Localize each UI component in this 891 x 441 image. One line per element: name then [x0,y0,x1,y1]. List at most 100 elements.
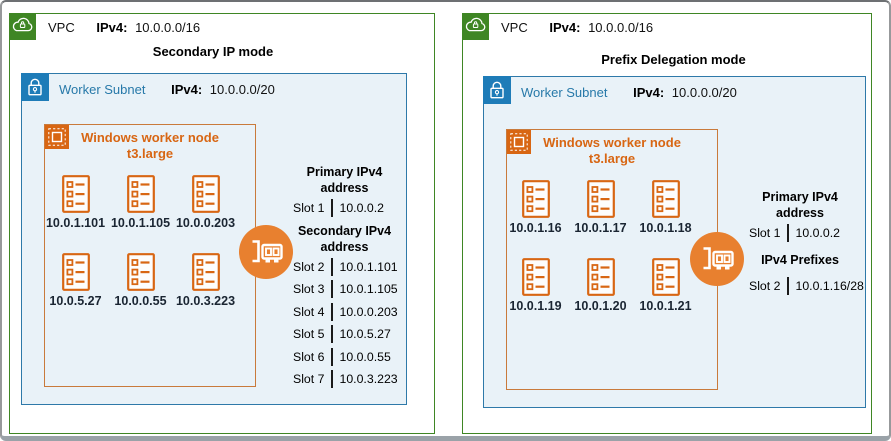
slot-label: Slot 6 [293,349,325,364]
slot-value: 10.0.0.2 [795,226,840,240]
network-card-icon [690,232,744,286]
slot-value: 10.0.1.105 [339,282,398,296]
ip-label: 10.0.3.223 [175,294,236,308]
ip-cell: 10.0.0.203 [173,175,238,231]
worker-subnet-box: Worker Subnet IPv4: 10.0.0.0/20 Windows … [21,73,407,405]
slot-divider [331,347,333,366]
ip-list-icon [127,253,155,291]
network-card-icon [239,225,293,279]
slot-divider [331,199,333,217]
slot-row: Slot 4 10.0.0.203 [287,302,402,321]
primary-heading: Primary IPv4 address [306,165,383,195]
subnet-ip-value: 10.0.0.0/20 [671,85,737,100]
ip-list-icon [587,180,615,218]
slot-row: Slot 5 10.0.5.27 [287,325,402,343]
ip-cell: 10.0.1.20 [568,258,633,314]
ip-label: 10.0.1.20 [574,299,627,313]
vpc-box-right: VPC IPv4: 10.0.0.0/16 Prefix Delegation … [462,13,872,434]
ip-label: 10.0.1.17 [574,221,627,235]
slot-label: Slot 7 [293,372,325,386]
slot-row: Slot 7 10.0.3.223 [287,370,402,388]
worker-node-box: Windows worker node t3.large 10.0.1.16 1… [506,129,718,390]
ip-cell: 10.0.1.18 [633,180,698,236]
ip-list-icon [127,175,155,213]
mode-title: Secondary IP mode [152,44,274,59]
subnet-label: Worker Subnet [59,82,146,97]
worker-subnet-box: Worker Subnet IPv4: 10.0.0.0/20 Windows … [483,76,866,408]
secondary-heading: Secondary IPv4 address [297,223,392,254]
subnet-header: Worker Subnet IPv4: 10.0.0.0/20 [59,82,275,97]
ip-list-icon [587,258,615,296]
ip-list-icon [192,175,220,213]
node-instance-type: t3.large [588,150,636,166]
ip-cell: 10.0.3.223 [173,253,238,309]
ip-cell: 10.0.0.55 [108,253,173,309]
subnet-ip-key: IPv4: [171,82,203,97]
ip-list-icon [62,175,90,213]
ip-label: 10.0.1.19 [509,299,562,313]
subnet-label: Worker Subnet [521,85,608,100]
ip-label: 10.0.0.203 [175,216,236,230]
slot-row: Slot 1 10.0.0.2 [287,199,402,217]
ip-list-icon [652,180,680,218]
mode-title: Prefix Delegation mode [601,52,746,67]
worker-node-box: Windows worker node t3.large 10.0.1.101 … [44,124,256,387]
ip-cell: 10.0.1.16 [503,180,568,236]
ip-list-icon [522,258,550,296]
subnet-ip-key: IPv4: [633,85,665,100]
slot-label: Slot 5 [293,327,325,341]
slot-value: 10.0.5.27 [339,327,391,341]
slot-label: Slot 2 [749,279,781,293]
slot-value: 10.0.3.223 [339,372,398,386]
slot-label: Slot 2 [293,259,325,274]
slot-divider [331,370,333,388]
slot-label: Slot 1 [293,201,325,215]
slot-value: 10.0.0.203 [339,304,398,319]
slot-row: Slot 1 10.0.0.2 [737,224,863,242]
ip-label: 10.0.1.18 [639,221,692,235]
slot-label: Slot 4 [293,304,325,319]
slot-table: Primary IPv4 address Slot 1 10.0.0.2 IPv… [737,189,864,301]
node-title-line: Windows worker node [543,135,681,150]
ip-cell: 10.0.1.19 [503,258,568,314]
ip-label: 10.0.1.105 [110,216,171,230]
slot-divider [787,277,789,295]
subnet-lock-icon [21,73,49,101]
vpc-header: VPC IPv4: 10.0.0.0/16 [46,20,200,35]
slot-divider [331,325,333,343]
ip-label: 10.0.5.27 [49,294,102,308]
ip-label: 10.0.1.16 [509,221,562,235]
subnet-ip-value: 10.0.0.0/20 [209,82,275,97]
vpc-cloud-lock-icon [462,13,489,40]
slot-value: 10.0.1.16/28 [795,279,864,293]
ip-grid: 10.0.1.101 10.0.1.105 10.0.0.203 10.0.5.… [43,175,238,309]
vpc-ip-key: IPv4: [549,20,581,35]
ip-cell: 10.0.5.27 [43,253,108,309]
node-title: Windows worker node t3.large [507,135,717,166]
slot-divider [787,224,789,242]
ip-label: 10.0.1.101 [45,216,106,230]
slot-row: Slot 3 10.0.1.105 [287,280,402,298]
ip-list-icon [192,253,220,291]
slot-table: Primary IPv4 address Slot 1 10.0.0.2 Sec… [287,164,402,394]
node-instance-type: t3.large [126,145,174,161]
subnet-header: Worker Subnet IPv4: 10.0.0.0/20 [521,85,737,100]
vpc-label: VPC [501,20,528,35]
ip-cell: 10.0.1.105 [108,175,173,231]
slot-label: Slot 3 [293,282,325,296]
vpc-ip-value: 10.0.0.0/16 [135,20,201,35]
ip-list-icon [62,253,90,291]
prefixes-heading: IPv4 Prefixes [761,253,839,267]
vpc-label: VPC [48,20,75,35]
node-title-line: Windows worker node [81,130,219,145]
vpc-box-left: VPC IPv4: 10.0.0.0/16 Secondary IP mode … [9,13,435,434]
ip-cell: 10.0.1.21 [633,258,698,314]
primary-heading: Primary IPv4 address [762,190,838,220]
slot-value: 10.0.0.55 [339,349,391,364]
slot-value: 10.0.1.101 [339,259,398,274]
slot-row: Slot 6 10.0.0.55 [287,347,402,366]
vpc-ip-value: 10.0.0.0/16 [588,20,654,35]
slot-divider [331,257,333,276]
slot-row: Slot 2 10.0.1.16/28 [737,277,864,295]
